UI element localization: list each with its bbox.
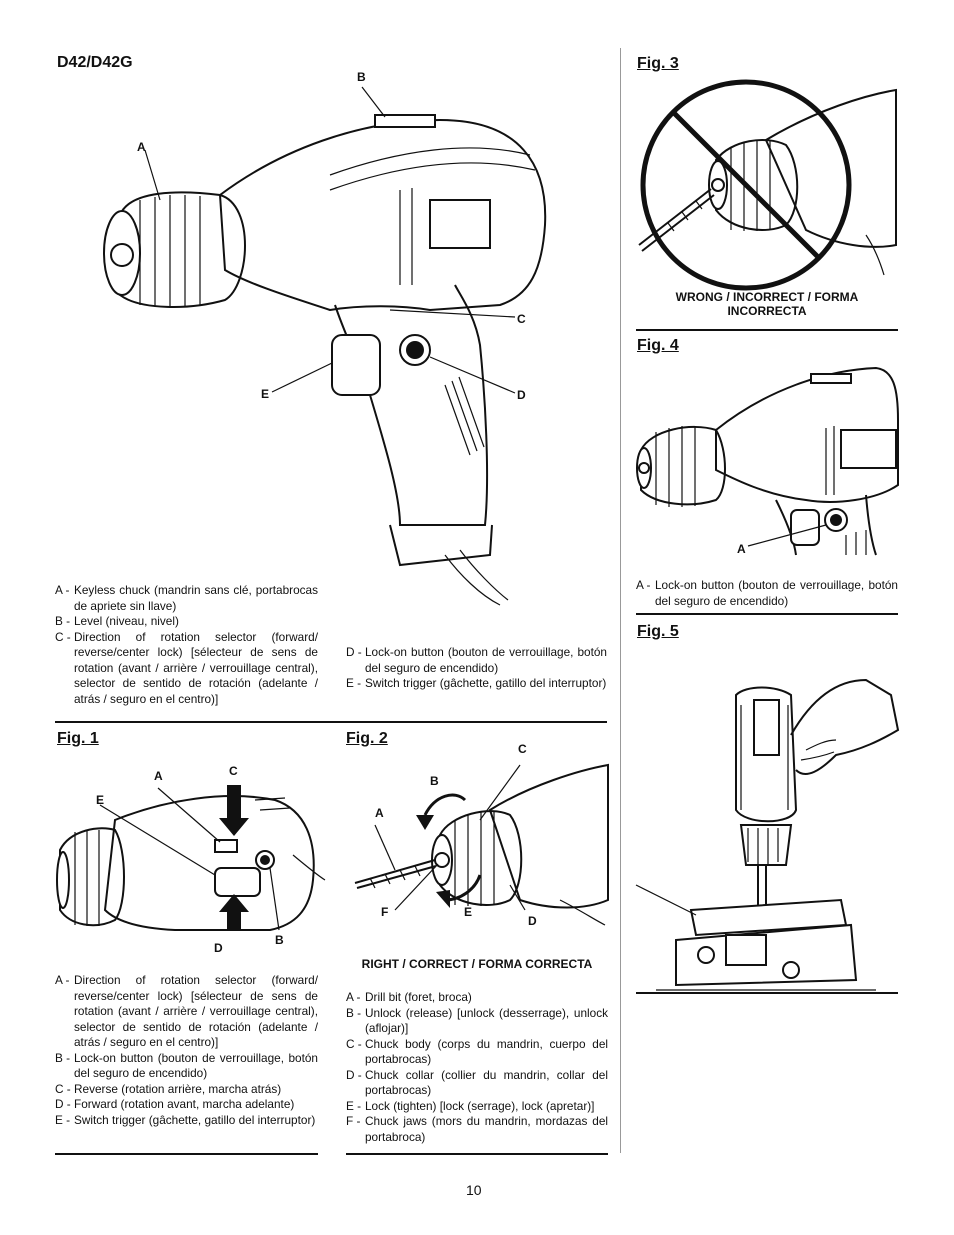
main-label-d: D [517, 388, 526, 402]
legend-row: E -Switch trigger (gâchette, gatillo del… [55, 1113, 318, 1129]
legend-text: Lock (tighten) [lock (serrage), lock (ap… [365, 1098, 595, 1113]
legend-text: Lock-on button (bouton de verrouillage, … [655, 578, 898, 608]
legend-text: Lock-on button (bouton de verrouillage, … [74, 1050, 318, 1081]
main-legend-right: D -Lock-on button (bouton de verrouillag… [346, 645, 607, 692]
legend-key: A - [55, 973, 70, 987]
fig2-label-e: E [464, 905, 473, 919]
legend-text: Unlock (release) [unlock (desserrage), u… [365, 1005, 608, 1036]
fig4-illustration [636, 366, 899, 556]
fig3-illustration [638, 79, 897, 291]
fig3-caption-line1: WRONG / INCORRECT / FORMA [675, 290, 859, 304]
legend-row: A - Lock-on button (bouton de verrouillag… [636, 578, 898, 609]
legend-key: D - [346, 1067, 362, 1082]
fig2-illustration [354, 763, 609, 926]
main-label-a: A [137, 140, 146, 154]
fig4-label-a: A [737, 542, 746, 556]
legend-key: A - [55, 583, 70, 597]
legend-key: A - [346, 990, 361, 1004]
legend-row: D -Lock-on button (bouton de verrouillag… [346, 645, 607, 676]
legend-row: C -Chuck body (corps du mandrin, cuerpo … [346, 1037, 608, 1068]
model-title: D42/D42G [57, 54, 133, 71]
legend-text: Direction of rotation selector (forward/… [74, 629, 318, 706]
divider [636, 992, 898, 994]
legend-text: Chuck collar (collier du mandrin, collar… [365, 1067, 608, 1098]
legend-key: F - [346, 1114, 361, 1128]
fig3-title: Fig. 3 [637, 55, 679, 72]
fig4-legend: A - Lock-on button (bouton de verrouillag… [636, 578, 898, 609]
legend-text: Switch trigger (gâchette, gatillo del in… [74, 1112, 316, 1127]
legend-row: E -Lock (tighten) [lock (serrage), lock … [346, 1099, 608, 1115]
legend-row: D -Chuck collar (collier du mandrin, col… [346, 1068, 608, 1099]
fig2-caption: RIGHT / CORRECT / FORMA CORRECTA [361, 957, 593, 971]
legend-row: E -Switch trigger (gâchette, gatillo del… [346, 676, 607, 692]
legend-key: B - [346, 1005, 362, 1020]
legend-text: Lock-on button (bouton de verrouillage, … [365, 645, 607, 675]
main-label-b: B [357, 70, 366, 84]
legend-text: Drill bit (foret, broca) [365, 990, 472, 1004]
legend-key: E - [346, 1098, 362, 1113]
divider [636, 329, 898, 331]
legend-text: Keyless chuck (mandrin sans clé, portabr… [74, 583, 318, 613]
legend-key: E - [55, 1112, 71, 1127]
legend-row: A - Direction of rotation selector (forwa… [55, 973, 318, 1051]
fig2-label-f: F [381, 905, 389, 919]
divider [55, 721, 607, 723]
legend-key: D - [346, 645, 362, 659]
fig1-label-d: D [214, 941, 223, 955]
fig1-legend: A - Direction of rotation selector (forwa… [55, 973, 318, 1128]
fig5-title: Fig. 5 [637, 623, 679, 640]
legend-row: D -Forward (rotation avant, marcha adela… [55, 1097, 318, 1113]
legend-row: A - Keyless chuck (mandrin sans clé, port… [55, 583, 318, 614]
legend-text: Reverse (rotation arrière, marcha atrás) [74, 1081, 282, 1096]
fig1-title: Fig. 1 [57, 730, 99, 747]
legend-row: B -Unlock (release) [unlock (desserrage)… [346, 1006, 608, 1037]
fig4-title: Fig. 4 [637, 337, 679, 354]
legend-row: C -Reverse (rotation arrière, marcha atr… [55, 1082, 318, 1098]
fig1-label-c: C [229, 764, 238, 778]
legend-row: B -Level (niveau, nivel) [55, 614, 318, 630]
fig2-label-d: D [528, 914, 537, 928]
divider [55, 1153, 318, 1155]
legend-text: Chuck jaws (mors du mandrin, mordazas de… [365, 1114, 608, 1144]
legend-key: A - [636, 578, 651, 592]
legend-text: Direction of rotation selector (forward/… [74, 973, 318, 1049]
main-legend-left: A - Keyless chuck (mandrin sans clé, port… [55, 583, 318, 707]
main-label-e: E [261, 387, 270, 401]
fig2-label-b: B [430, 774, 439, 788]
fig2-title: Fig. 2 [346, 730, 388, 747]
fig2-legend: A - Drill bit (foret, broca) B -Unlock (r… [346, 990, 608, 1145]
fig1-label-e: E [96, 793, 105, 807]
fig2-label-a: A [375, 806, 384, 820]
legend-row: F - Chuck jaws (mors du mandrin, mordazas… [346, 1114, 608, 1145]
divider [636, 613, 898, 615]
page-number: 10 [466, 1182, 482, 1198]
main-label-c: C [517, 312, 526, 326]
legend-key: D - [55, 1097, 71, 1111]
legend-key: B - [55, 1050, 71, 1065]
legend-row: C -Direction of rotation selector (forwa… [55, 630, 318, 708]
fig3-caption: WRONG / INCORRECT / FORMA INCORRECTA [636, 290, 898, 318]
legend-key: C - [55, 629, 71, 644]
legend-text: Level (niveau, nivel) [74, 614, 179, 628]
main-drill-illustration [103, 86, 547, 606]
fig5-illustration [635, 678, 900, 991]
fig2-label-c: C [518, 742, 527, 756]
legend-key: C - [55, 1081, 71, 1096]
legend-key: E - [346, 676, 362, 690]
column-separator [620, 48, 621, 1153]
legend-text: Switch trigger (gâchette, gatillo del in… [365, 676, 607, 690]
fig1-label-b: B [275, 933, 284, 947]
legend-key: C - [346, 1036, 362, 1051]
fig1-label-a: A [154, 769, 163, 783]
legend-key: B - [55, 614, 71, 628]
legend-text: Forward (rotation avant, marcha adelante… [74, 1097, 295, 1111]
fig1-illustration [56, 785, 326, 931]
fig3-caption-line2: INCORRECTA [727, 304, 807, 318]
legend-row: B -Lock-on button (bouton de verrouillag… [55, 1051, 318, 1082]
legend-row: A - Drill bit (foret, broca) [346, 990, 608, 1006]
divider [346, 1153, 608, 1155]
legend-text: Chuck body (corps du mandrin, cuerpo del… [365, 1036, 608, 1067]
